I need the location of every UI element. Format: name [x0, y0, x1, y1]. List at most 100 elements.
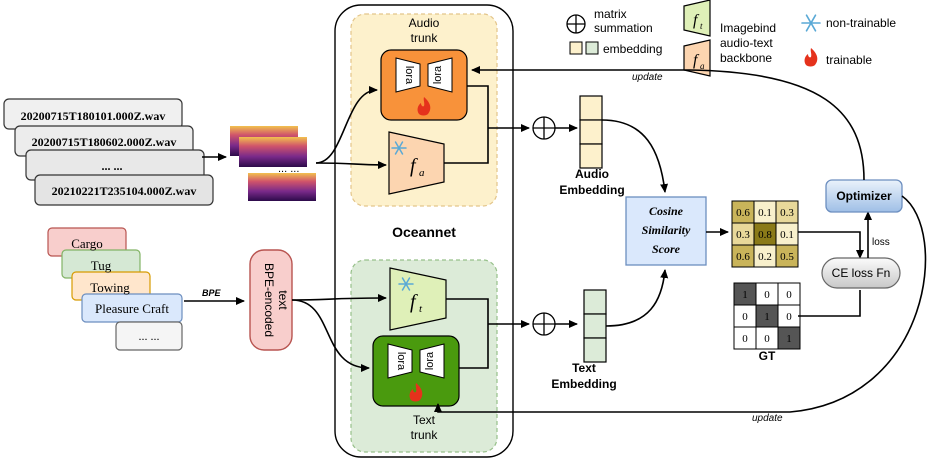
ft-legend-icon: f t	[683, 0, 711, 37]
spectrogram-ellipsis: ... ...	[278, 163, 299, 175]
class-label-card	[115, 321, 183, 351]
audio-lora-block: lora lora	[380, 49, 468, 121]
matrix-cell-value: 0.6	[736, 207, 750, 219]
class-label-ellipsis: ... ...	[139, 329, 160, 343]
matrix-cell-value: 0	[786, 311, 792, 323]
flame-icon	[409, 383, 423, 402]
legend-imagebind-line1: Imagebind	[720, 21, 776, 35]
audio-embedding-label-line1: Audio	[575, 167, 609, 181]
audio-embedding-vector	[579, 95, 603, 169]
matrix-cell-value: 0	[742, 311, 748, 323]
audio-file-stack: 20200715T180101.000Z.wav 20200715T180602…	[3, 98, 214, 206]
update-text-trunk-arrow	[434, 195, 927, 413]
matrix-cell-value: 0.5	[780, 251, 794, 263]
matrix-cell-value: 1	[742, 289, 748, 301]
bpe-arrow-label: BPE	[202, 288, 222, 298]
class-label-text: Cargo	[71, 236, 103, 251]
matrix-cell-value: 0	[786, 289, 792, 301]
lora-text: lora	[395, 352, 407, 371]
lora-text: lora	[424, 351, 436, 370]
legend-non-trainable: non-trainable	[826, 16, 896, 30]
snowflake-icon	[391, 141, 407, 155]
bpe-box-line1: BPE-encoded	[262, 263, 276, 337]
cosine-similarity-box	[625, 196, 707, 266]
sum-legend-icon	[566, 14, 586, 34]
matrix-cell-value: 1	[786, 333, 792, 345]
spectrogram-image	[239, 137, 307, 167]
matrix-cell	[775, 244, 799, 268]
gt-label: GT	[759, 349, 776, 363]
svg-text:t: t	[700, 21, 703, 31]
spectrogram-image	[248, 173, 316, 201]
snowflake-legend-icon	[801, 14, 821, 32]
svg-text:f: f	[693, 12, 700, 29]
svg-text:f: f	[410, 291, 418, 313]
snowflake-icon	[398, 277, 414, 291]
matrix-cell-value: 0	[764, 333, 770, 345]
audio-trunk-output	[444, 85, 530, 164]
ground-truth-matrix: 1 0 0 0 1 0 0 0 1	[733, 282, 801, 350]
svg-text:a: a	[419, 167, 425, 179]
legend: matrix summation embedding f t f a Image…	[566, 0, 896, 77]
update-label-bottom: update	[752, 413, 783, 424]
text-encoder-ft: f t	[389, 267, 447, 331]
text-embedding-label-line1: Text	[572, 361, 596, 375]
audio-trunk-label-line1: Audio	[409, 16, 440, 30]
text-embedding-label-line2: Embedding	[551, 377, 616, 391]
flame-legend-icon	[804, 48, 818, 67]
audio-file-name: 20200715T180602.000Z.wav	[32, 135, 177, 149]
matrix-cell-value: 0.1	[758, 207, 772, 219]
text-trunk-output	[446, 298, 530, 369]
cosine-label-line1: Cosine	[649, 204, 684, 218]
text-embedding-vector	[583, 289, 607, 363]
bpe-box-line2: text	[276, 290, 290, 310]
audio-input-arrows	[315, 86, 387, 169]
legend-imagebind-line2: audio-text	[720, 36, 773, 50]
loss-arrow-label: loss	[872, 237, 890, 248]
oceannet-label: Oceannet	[392, 224, 456, 240]
matrix-cell-value: 0.1	[780, 229, 794, 241]
text-lora-block: lora lora	[372, 335, 460, 407]
matrices-to-loss-arrows	[798, 231, 864, 317]
ce-loss-fn-label: CE loss Fn	[832, 266, 891, 280]
optimizer-label: Optimizer	[836, 189, 892, 203]
class-label-text: Towing	[90, 280, 130, 295]
svg-text:f: f	[410, 155, 418, 177]
audio-file-name: 20210221T235104.000Z.wav	[52, 184, 197, 198]
class-label-text: Pleasure Craft	[95, 301, 169, 316]
legend-trainable: trainable	[826, 53, 872, 67]
legend-sum-line1: matrix	[594, 7, 627, 21]
matrix-cell-value: 1	[764, 311, 770, 323]
cosine-label-line2: Similarity	[642, 223, 691, 237]
audio-sum-node	[532, 116, 556, 140]
flame-icon	[417, 97, 431, 116]
legend-sum-line2: summation	[594, 21, 653, 35]
audio-file-card	[34, 174, 214, 206]
matrix-cell-value: 0.8	[758, 229, 772, 241]
update-label-top: update	[632, 72, 663, 83]
text-embedding-to-cosine-arrow	[605, 269, 669, 327]
matrix-cell-value: 0	[764, 289, 770, 301]
lora-text: lora	[403, 66, 415, 85]
matrix-cell-value: 0.3	[780, 207, 794, 219]
audio-embedding-to-cosine-arrow	[601, 119, 669, 193]
matrix-cell-value: 0	[742, 333, 748, 345]
text-sum-node	[532, 312, 556, 336]
audio-file-name: 20200715T180101.000Z.wav	[21, 109, 166, 123]
svg-text:t: t	[419, 303, 423, 315]
legend-audio-embedding-swatch	[569, 41, 583, 55]
audio-trunk-label-line2: trunk	[411, 31, 439, 45]
fa-legend-icon: f a	[683, 39, 711, 77]
matrix-cell	[777, 326, 801, 350]
spectrogram-stack: ... ...	[230, 126, 316, 201]
audio-encoder-fa: f a	[388, 131, 445, 195]
legend-text-embedding-swatch	[585, 41, 599, 55]
class-label-stack: Cargo Tug Towing Pleasure Craft ... ...	[47, 227, 183, 351]
matrix-cell-value: 0.2	[758, 251, 772, 263]
ce-loss-fn-box	[821, 257, 901, 289]
audio-file-ellipsis: ... ...	[102, 159, 123, 173]
class-label-text: Tug	[91, 258, 112, 273]
